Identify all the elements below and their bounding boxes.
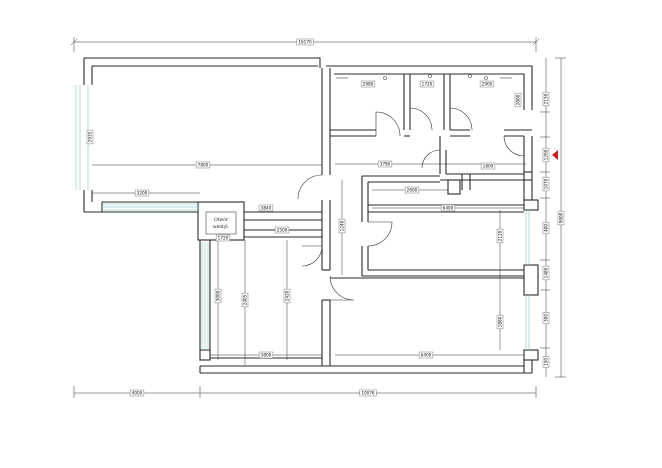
dimension-value: 2800	[515, 94, 520, 105]
dimension-label-inner-2: 1720	[215, 234, 231, 242]
dimension-value: 1480	[543, 267, 548, 278]
dimension-value: 1720	[218, 235, 229, 240]
dimension-label-corridor-length: 3780	[377, 160, 393, 168]
dimension-label-room-b-depth: 2800	[514, 92, 522, 108]
dimension-value: 6400	[443, 205, 454, 210]
dimension-label-right-2: 1260	[542, 147, 550, 163]
dimension-label-right-overall: 9600	[557, 210, 565, 226]
dimension-label-bottom-left: 4000	[129, 389, 145, 397]
walls	[83, 57, 539, 374]
dimension-label-top-overall: 16170	[296, 38, 314, 46]
ventilation-label-line1: Otwór	[214, 218, 229, 223]
dimension-label-room-a-depth: 2935	[86, 129, 94, 145]
dimension-value: 2150	[543, 93, 548, 104]
dimension-label-vert-2: 2420	[283, 288, 291, 304]
dimension-value: 3800	[261, 352, 272, 357]
dimension-label-bath-2: 1720	[419, 80, 435, 88]
fixtures	[336, 74, 512, 80]
doors	[297, 107, 525, 301]
windows	[75, 85, 530, 350]
dimension-label-room-a-width: 3840	[258, 204, 274, 212]
dimension-value: 2120	[497, 230, 502, 241]
dimension-label-bottom-right: 10076	[359, 389, 377, 397]
dimension-label-bottom-w1: 3800	[258, 351, 274, 359]
dimension-label-stair-1: 2600	[404, 186, 420, 194]
dimension-label-right-3: 2120	[496, 228, 504, 244]
dimension-label-right-1: 2150	[542, 91, 550, 107]
dimension-value: 1880	[497, 316, 502, 327]
dimension-label-vert-1: 2405	[241, 292, 249, 308]
dimension-label-left-height: 3000	[214, 288, 222, 304]
dimension-value: 2405	[242, 294, 247, 305]
dimension-label-room-b-width: 6400	[440, 204, 456, 212]
dimension-value: 3780	[380, 161, 391, 166]
dimension-value: 1800	[483, 163, 494, 168]
dimension-label-wall-2: 150	[542, 356, 550, 368]
dimension-label-right-6: 1480	[542, 265, 550, 281]
dimension-label-stair-2: 1800	[480, 162, 496, 170]
ventilation-label: Otwór wentyl.	[213, 218, 229, 230]
dimension-label-living-width: 7800	[195, 161, 211, 169]
dimension-value: 9600	[558, 212, 563, 223]
dimension-value: 2900	[482, 81, 493, 86]
dimension-value: 3000	[215, 290, 220, 301]
dimension-value: 16170	[298, 39, 312, 44]
dimension-value: 300	[543, 314, 548, 322]
dimension-value: 3200	[137, 190, 148, 195]
dimension-value: 2420	[284, 290, 289, 301]
dimension-label-right-4: 1070	[542, 176, 550, 192]
dimension-value: 2935	[87, 131, 92, 142]
dimension-label-bottom-w2: 6400	[418, 351, 434, 359]
dimension-label-wall-3: 400	[542, 222, 550, 234]
dimension-label-living-depth: 3200	[134, 189, 150, 197]
ventilation-label-line2: wentyl.	[213, 225, 229, 230]
dimension-labels: 16170 4000 10076 9600 7800 3200 3780 2600 6400 38…	[86, 38, 565, 397]
dimension-value: 6400	[421, 352, 432, 357]
dimension-label-bath-3: 2900	[479, 80, 495, 88]
dimension-value: 1070	[543, 178, 548, 189]
dimension-value: 150	[543, 358, 548, 366]
dimension-value: 4000	[132, 390, 143, 395]
dimension-value: 2600	[407, 187, 418, 192]
dimension-value: 1260	[543, 149, 548, 160]
dimension-label-wall-1: 300	[542, 312, 550, 324]
dimension-value: 2500	[277, 227, 288, 232]
dimension-value: 10076	[361, 390, 375, 395]
dimension-label-right-5: 1880	[496, 314, 504, 330]
dimension-value: 2980	[363, 81, 374, 86]
dimension-value: 1240	[339, 220, 344, 231]
dimension-label-bath-1: 2980	[360, 80, 376, 88]
dimension-label-inner-1: 1240	[338, 218, 346, 234]
dimension-value: 1720	[422, 81, 433, 86]
dimension-lines	[70, 37, 566, 398]
north-marker-icon	[552, 150, 558, 160]
dimension-label-hall-width: 2500	[274, 226, 290, 234]
dimension-value: 7800	[198, 162, 209, 167]
dimension-value: 3840	[261, 205, 272, 210]
dimension-value: 400	[543, 224, 548, 232]
